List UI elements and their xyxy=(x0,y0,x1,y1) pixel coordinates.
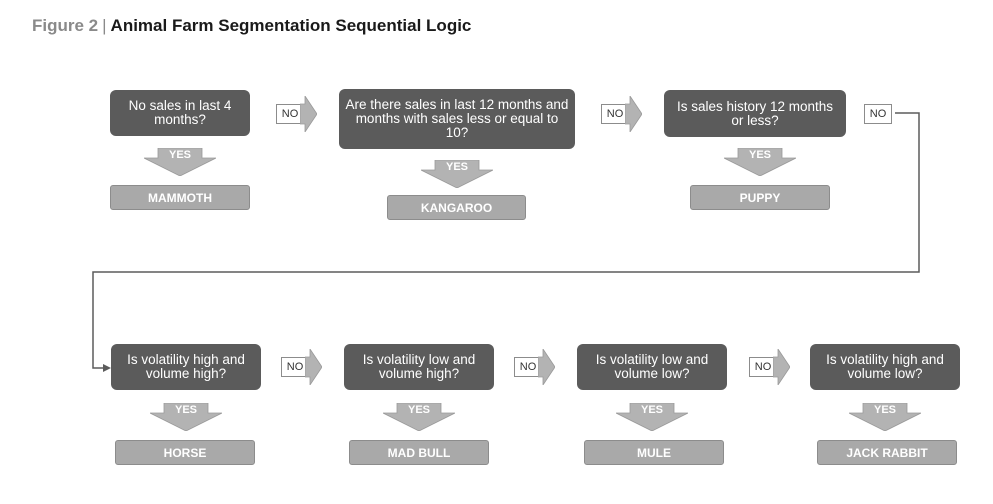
question-low-vol-low-volume: Is volatility low and volume low? xyxy=(577,344,727,390)
result-kangaroo: KANGAROO xyxy=(387,195,526,220)
result-mammoth: MAMMOTH xyxy=(110,185,250,210)
right-arrow-icon xyxy=(625,96,642,132)
yes-arrow-1: YES xyxy=(143,147,217,177)
question-high-vol-high-volume: Is volatility high and volume high? xyxy=(111,344,261,390)
figure-label: Figure 2 xyxy=(32,16,99,35)
yes-label: YES xyxy=(174,404,197,416)
result-jack-rabbit: JACK RABBIT xyxy=(817,440,957,465)
yes-label: YES xyxy=(445,161,468,173)
question-high-vol-low-volume: Is volatility high and volume low? xyxy=(810,344,960,390)
yes-arrow-4: YES xyxy=(149,402,223,432)
down-arrow-icon xyxy=(723,147,797,177)
yes-arrow-2: YES xyxy=(420,159,494,189)
yes-label: YES xyxy=(168,149,191,161)
down-arrow-icon xyxy=(143,147,217,177)
result-mad-bull: MAD BULL xyxy=(349,440,489,465)
yes-label: YES xyxy=(407,404,430,416)
right-arrow-icon xyxy=(305,349,322,385)
result-horse: HORSE xyxy=(115,440,255,465)
no-label-4: NO xyxy=(281,357,309,377)
down-arrow-icon xyxy=(420,159,494,189)
no-label-3: NO xyxy=(864,104,892,124)
yes-label: YES xyxy=(748,149,771,161)
no-label-5: NO xyxy=(514,357,542,377)
yes-arrow-7: YES xyxy=(848,402,922,432)
no-label-2: NO xyxy=(601,104,629,124)
question-history-12-months: Is sales history 12 months or less? xyxy=(664,90,846,137)
figure-title-text: Animal Farm Segmentation Sequential Logi… xyxy=(110,16,472,35)
result-puppy: PUPPY xyxy=(690,185,830,210)
down-arrow-icon xyxy=(848,402,922,432)
yes-arrow-6: YES xyxy=(615,402,689,432)
question-low-vol-high-volume: Is volatility low and volume high? xyxy=(344,344,494,390)
question-sales-in-12-months: Are there sales in last 12 months and mo… xyxy=(339,89,575,149)
title-separator: | xyxy=(102,16,107,35)
yes-arrow-3: YES xyxy=(723,147,797,177)
yes-arrow-5: YES xyxy=(382,402,456,432)
figure-title: Figure 2|Animal Farm Segmentation Sequen… xyxy=(32,16,471,36)
right-arrow-icon xyxy=(300,96,317,132)
result-mule: MULE xyxy=(584,440,724,465)
no-label-1: NO xyxy=(276,104,304,124)
yes-label: YES xyxy=(873,404,896,416)
down-arrow-icon xyxy=(382,402,456,432)
question-no-recent-sales: No sales in last 4 months? xyxy=(110,90,250,136)
right-arrow-icon xyxy=(773,349,790,385)
down-arrow-icon xyxy=(149,402,223,432)
right-arrow-icon xyxy=(538,349,555,385)
connector-arrowhead xyxy=(103,364,111,372)
down-arrow-icon xyxy=(615,402,689,432)
yes-label: YES xyxy=(640,404,663,416)
